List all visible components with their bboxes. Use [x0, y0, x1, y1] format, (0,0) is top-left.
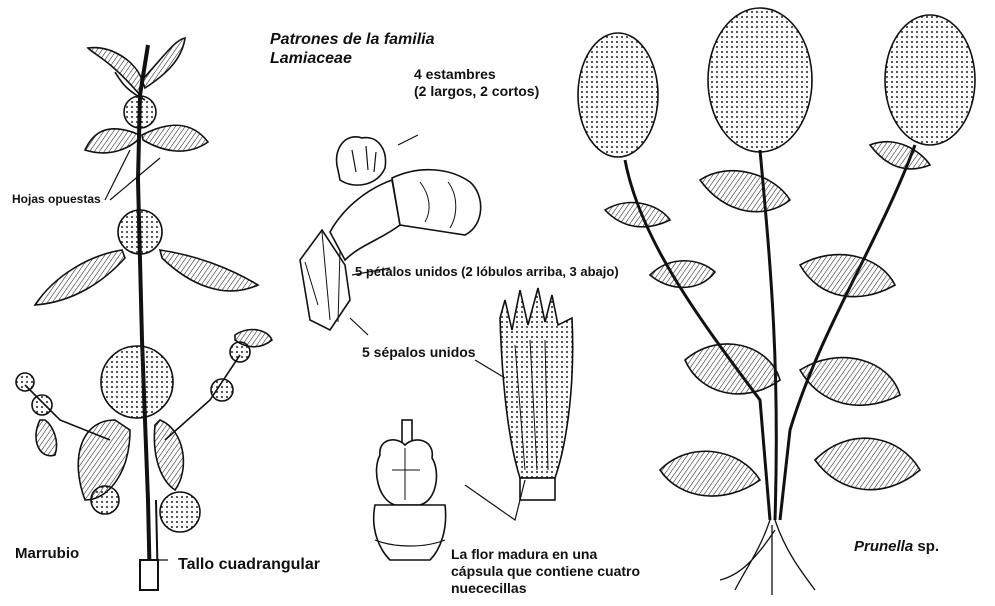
marrubio-label: Marrubio — [15, 545, 79, 563]
capsule-diagram — [374, 420, 525, 560]
sepals-label: 5 sépalos unidos — [362, 344, 476, 361]
marrubio-plant — [16, 38, 272, 590]
capsule-label-line-2: cápsula que contiene cuatro — [451, 563, 640, 580]
capsule-label-line-3: nuececillas — [451, 580, 640, 597]
flower-diagram — [300, 135, 481, 335]
prunella-genus: Prunella — [854, 538, 913, 555]
capsule-label: La flor madura en una cápsula que contie… — [451, 546, 640, 596]
title-line-1: Patrones de la familia — [270, 30, 435, 49]
stamens-label: 4 estambres (2 largos, 2 cortos) — [414, 66, 539, 100]
stamens-label-line-2: (2 largos, 2 cortos) — [414, 83, 539, 100]
stamens-label-line-1: 4 estambres — [414, 66, 539, 83]
prunella-label: Prunella sp. — [854, 538, 939, 556]
prunella-plant — [578, 8, 975, 595]
prunella-species-abbrev: sp. — [913, 538, 939, 555]
title-line-2: Lamiaceae — [270, 49, 435, 68]
capsule-label-line-1: La flor madura en una — [451, 546, 640, 563]
square-stem-label: Tallo cuadrangular — [178, 555, 320, 574]
calyx-diagram — [475, 288, 573, 500]
petals-label: 5 pétalos unidos (2 lóbulos arriba, 3 ab… — [355, 264, 619, 280]
opposite-leaves-label: Hojas opuestas — [12, 192, 101, 206]
figure-title: Patrones de la familia Lamiaceae — [270, 30, 435, 68]
